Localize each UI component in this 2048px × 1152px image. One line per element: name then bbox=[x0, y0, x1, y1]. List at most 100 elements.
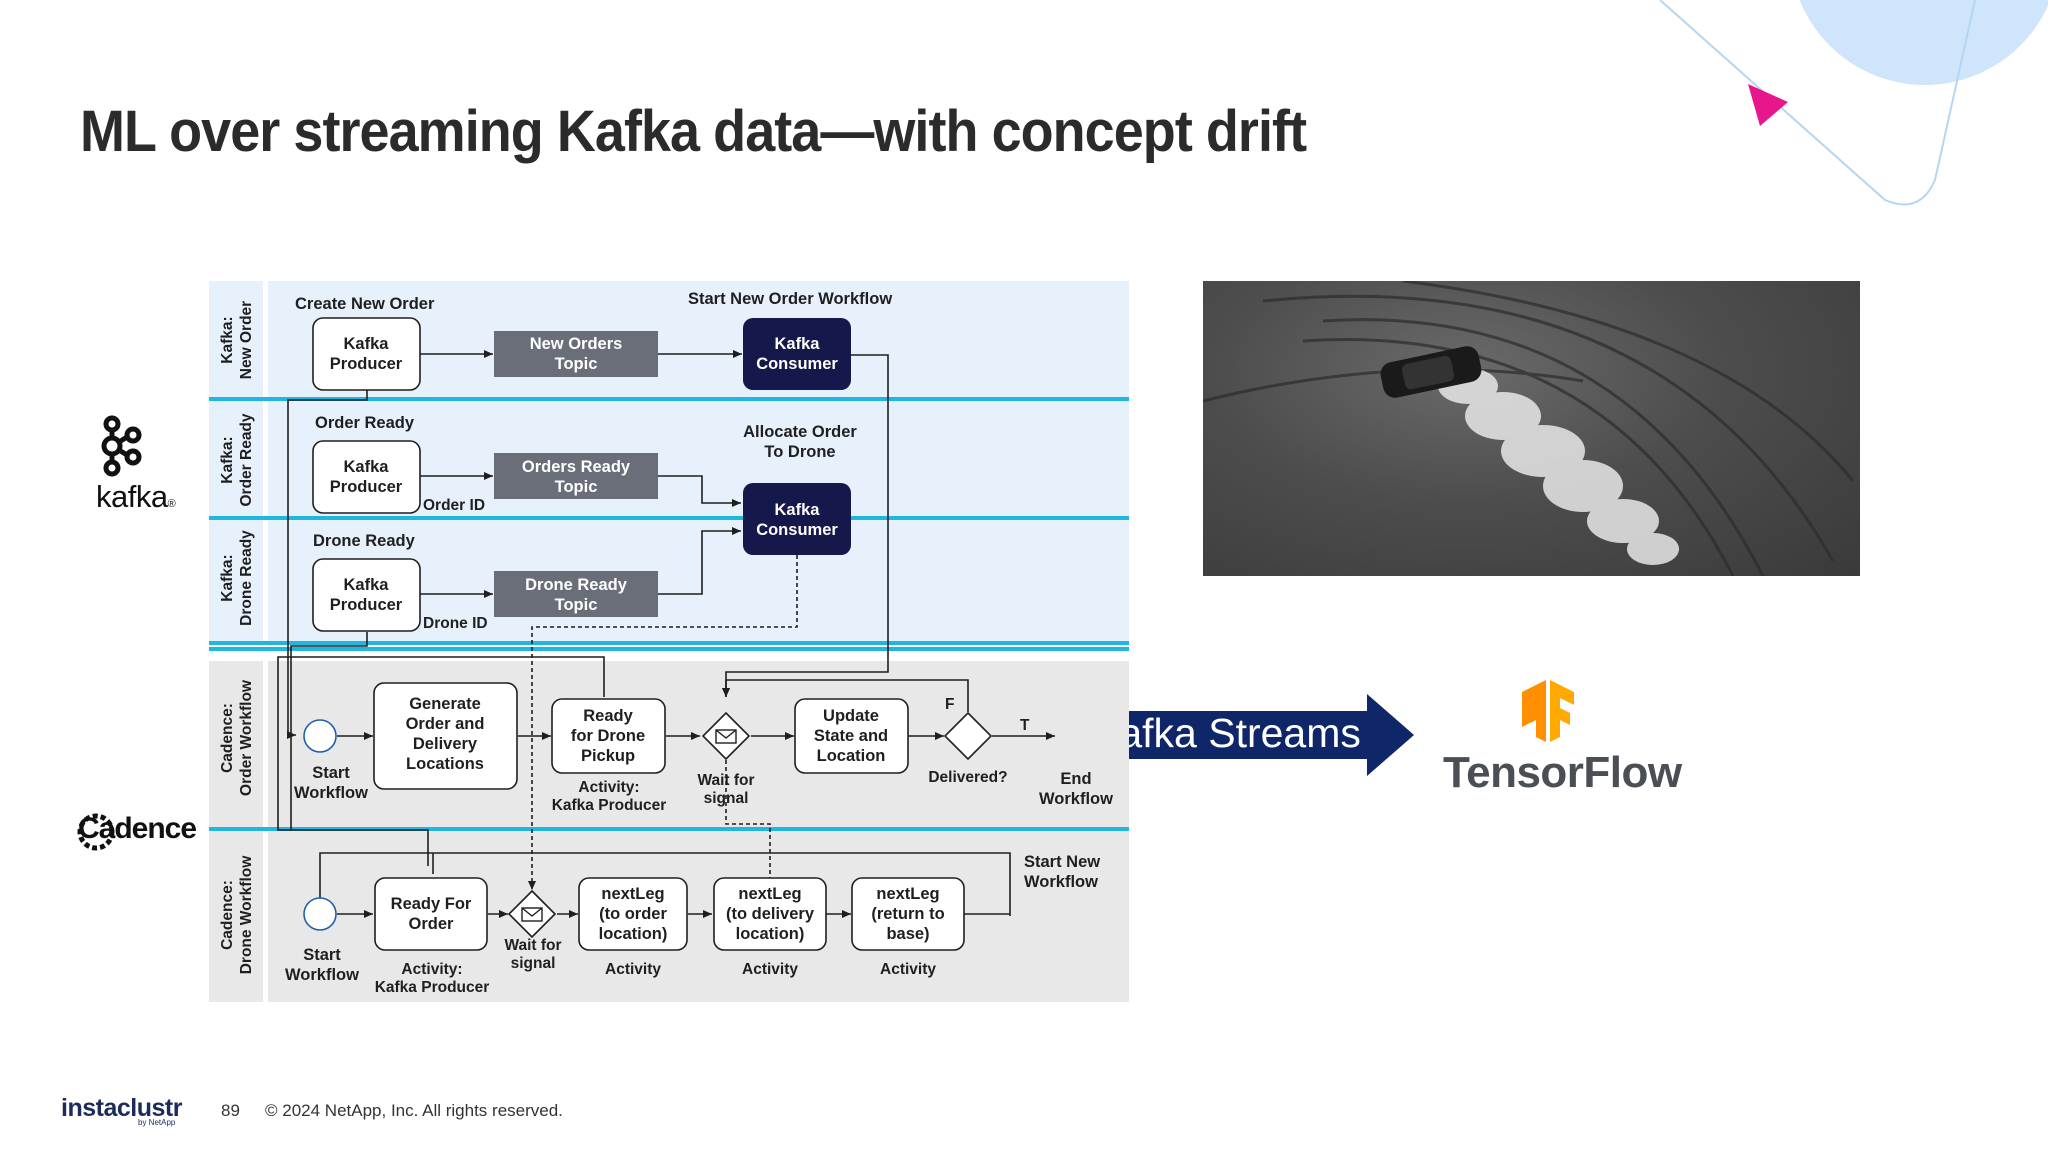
drifting-car-photo bbox=[1203, 281, 1860, 576]
edge bbox=[658, 475, 741, 507]
kafka-consumer-box-new-order: Kafka Consumer bbox=[743, 318, 851, 390]
allocate-order-label-2: To Drone bbox=[764, 443, 835, 461]
next-leg-order-box: nextLeg (to order location) bbox=[578, 877, 688, 951]
lane-separator bbox=[209, 827, 1129, 831]
svg-text:Drone Ready: Drone Ready bbox=[525, 576, 628, 594]
svg-text:location): location) bbox=[599, 925, 668, 943]
orders-ready-topic-box: Orders Ready Topic bbox=[494, 453, 658, 499]
end-workflow-label: End bbox=[1060, 770, 1091, 788]
svg-text:New Order: New Order bbox=[238, 301, 255, 379]
svg-text:Update: Update bbox=[823, 707, 879, 725]
drone-id-label: Drone ID bbox=[423, 615, 488, 632]
drone-ready-label: Drone Ready bbox=[313, 532, 416, 550]
deco-curve bbox=[1659, 0, 1976, 206]
generate-order-box: Generate Order and Delivery Locations bbox=[373, 682, 518, 790]
svg-text:Order Ready: Order Ready bbox=[238, 413, 255, 506]
kafka-consumer-box-allocate: Kafka Consumer bbox=[743, 483, 851, 555]
svg-text:Orders Ready: Orders Ready bbox=[522, 458, 631, 476]
order-ready-label: Order Ready bbox=[315, 414, 415, 432]
svg-text:Cadence:: Cadence: bbox=[219, 880, 236, 950]
update-state-box: Update State and Location bbox=[794, 698, 909, 774]
start-new-workflow-label: Start New bbox=[1024, 853, 1100, 871]
arrow-shape bbox=[1054, 694, 1414, 776]
svg-text:Topic: Topic bbox=[555, 478, 598, 496]
edge bbox=[658, 527, 741, 595]
ready-for-order-box: Ready For Order bbox=[374, 877, 488, 951]
svg-text:(return to: (return to bbox=[871, 905, 944, 923]
next-leg-base-activity-label: Activity bbox=[880, 961, 936, 978]
svg-text:Generate: Generate bbox=[409, 695, 481, 713]
svg-text:Order Workflow: Order Workflow bbox=[238, 679, 255, 796]
next-leg-base-box: nextLeg (return to base) bbox=[851, 877, 965, 951]
svg-text:Kafka: Kafka bbox=[344, 458, 390, 476]
svg-text:Consumer: Consumer bbox=[756, 355, 838, 373]
kafka-logo-icon bbox=[101, 415, 142, 477]
lane-title-order-workflow: Cadence: Order Workflow bbox=[219, 679, 255, 796]
kafka-producer-box-new-order: Kafka Producer bbox=[312, 317, 421, 391]
new-orders-topic-box: New Orders Topic bbox=[494, 331, 658, 377]
svg-text:Kafka: Kafka bbox=[344, 335, 390, 353]
svg-text:New Orders: New Orders bbox=[530, 335, 623, 353]
car-icon bbox=[1380, 346, 1482, 398]
start-event-circle bbox=[303, 719, 337, 753]
svg-text:Order and: Order and bbox=[406, 715, 485, 733]
svg-text:nextLeg: nextLeg bbox=[601, 885, 664, 903]
end-workflow-label-2: Workflow bbox=[1039, 790, 1113, 808]
svg-text:Kafka:: Kafka: bbox=[219, 316, 236, 363]
svg-text:Kafka: Kafka bbox=[775, 501, 821, 519]
svg-text:Drone Workflow: Drone Workflow bbox=[238, 855, 255, 974]
start-new-workflow-label-2: Workflow bbox=[1024, 873, 1098, 891]
svg-text:Kafka:: Kafka: bbox=[219, 436, 236, 483]
lane-title-drone-workflow: Cadence: Drone Workflow bbox=[219, 855, 255, 974]
cadence-lanes-bg bbox=[209, 661, 1129, 1002]
svg-text:Pickup: Pickup bbox=[581, 747, 635, 765]
svg-text:Location: Location bbox=[817, 747, 886, 765]
svg-text:Producer: Producer bbox=[330, 355, 403, 373]
cadence-gear-icon bbox=[77, 813, 115, 851]
cadence-wordmark: Cadence bbox=[78, 812, 197, 845]
tensorflow-logo-icon bbox=[1522, 680, 1574, 742]
drone-start-workflow-label-2: Workflow bbox=[285, 966, 359, 984]
deco-circle bbox=[1799, 0, 2048, 85]
svg-text:Consumer: Consumer bbox=[756, 521, 838, 539]
deco-triangle bbox=[1748, 84, 1788, 126]
drone-activity-kafka-producer-label: Kafka Producer bbox=[375, 979, 490, 996]
svg-text:Kafka: Kafka bbox=[344, 576, 390, 594]
lane-separator bbox=[209, 647, 1129, 651]
next-leg-order-activity-label: Activity bbox=[605, 961, 661, 978]
edge bbox=[290, 632, 368, 831]
ready-for-drone-pickup-box: Ready for Drone Pickup bbox=[551, 698, 666, 774]
drone-wait-for-signal-label-2: signal bbox=[511, 955, 556, 972]
drone-start-event-circle bbox=[303, 897, 337, 931]
drone-wait-for-signal-gateway bbox=[507, 889, 557, 939]
svg-text:Producer: Producer bbox=[330, 596, 403, 614]
svg-text:Cadence:: Cadence: bbox=[219, 703, 236, 773]
lane-separator bbox=[209, 397, 1129, 401]
tensorflow-wordmark: TensorFlow bbox=[1443, 748, 1682, 797]
edge bbox=[319, 852, 1011, 916]
svg-text:Kafka: Kafka bbox=[775, 335, 821, 353]
wait-for-signal-gateway bbox=[701, 711, 751, 761]
kafka-streams-label: Kafka Streams bbox=[1092, 710, 1361, 756]
svg-text:Order: Order bbox=[409, 915, 455, 933]
false-branch-label: F bbox=[945, 696, 954, 713]
start-workflow-label: Start bbox=[312, 764, 350, 782]
kafka-producer-box-drone-ready: Kafka Producer bbox=[312, 558, 421, 632]
svg-text:(to order: (to order bbox=[599, 905, 667, 923]
page-title: ML over streaming Kafka data—with concep… bbox=[80, 99, 1307, 164]
activity-kafka-producer-label: Kafka Producer bbox=[552, 797, 667, 814]
order-id-label: Order ID bbox=[423, 497, 485, 514]
lane-separator bbox=[209, 641, 1129, 645]
svg-text:Kafka:: Kafka: bbox=[219, 554, 236, 601]
edge bbox=[277, 656, 605, 866]
kafka-wordmark: kafka® bbox=[96, 479, 176, 514]
true-branch-label: T bbox=[1020, 717, 1030, 734]
lane-separator bbox=[209, 516, 1129, 520]
drone-activity-label: Activity: bbox=[401, 961, 462, 978]
svg-text:Locations: Locations bbox=[406, 755, 484, 773]
wait-for-signal-label-2: signal bbox=[704, 790, 749, 807]
svg-text:Drone Ready: Drone Ready bbox=[238, 530, 255, 626]
activity-label: Activity: bbox=[578, 779, 639, 796]
